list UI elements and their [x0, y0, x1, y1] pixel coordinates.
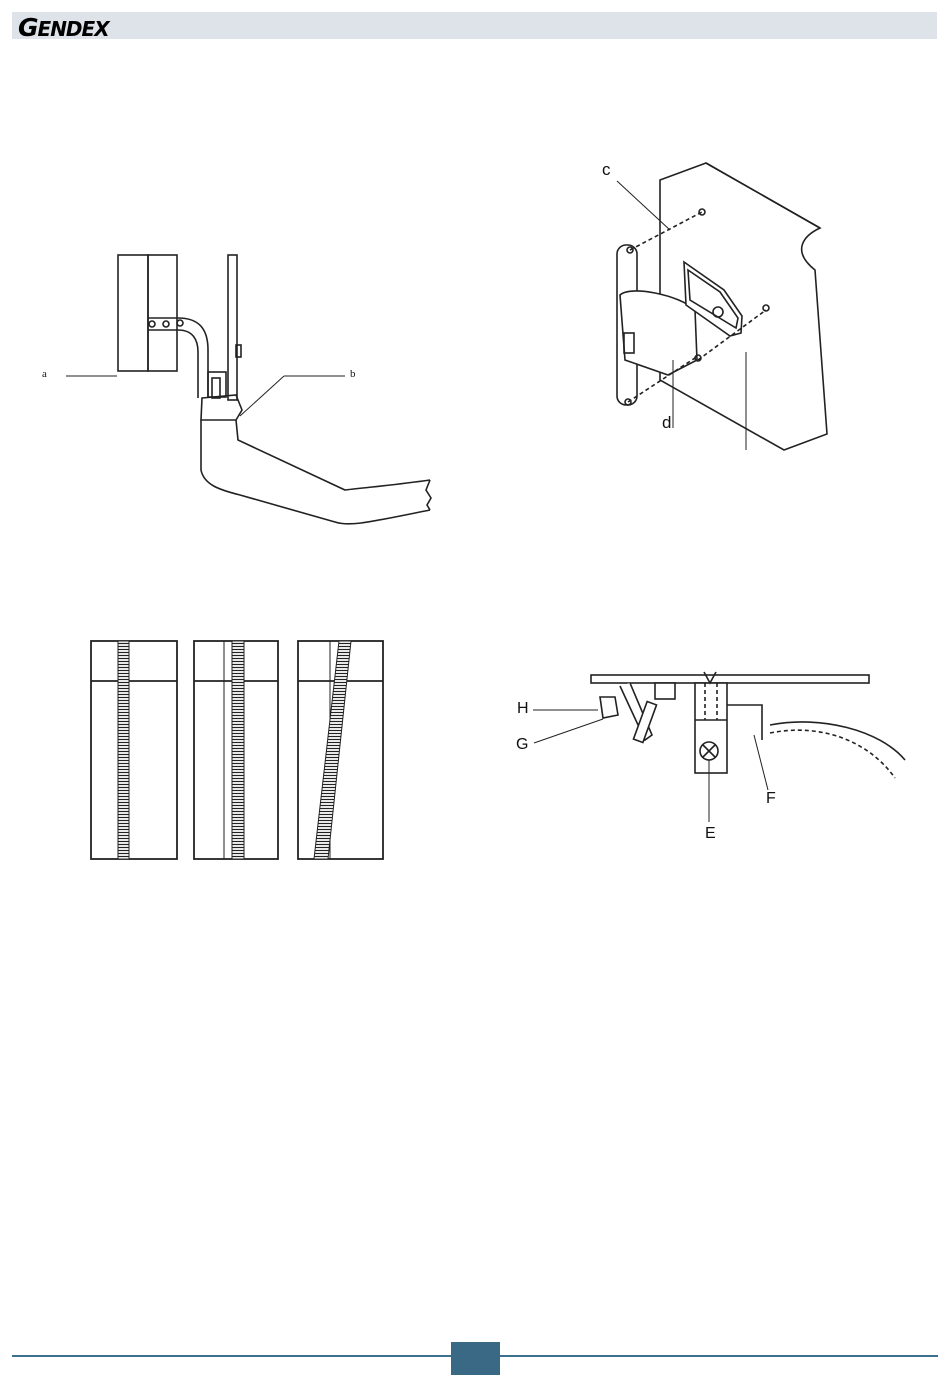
- figure-4-plate-mount: [533, 672, 905, 822]
- figure-2-wall-bracket: [617, 163, 827, 450]
- label-h: H: [517, 700, 529, 718]
- cassette-right-panel: [148, 255, 177, 371]
- page-number-tab: [451, 1342, 500, 1375]
- label-a: a: [42, 368, 47, 380]
- label-b: b: [350, 368, 356, 380]
- cassette-left-panel: [118, 255, 148, 371]
- label-d: d: [662, 413, 671, 433]
- label-g: G: [516, 736, 528, 754]
- label-e: E: [705, 825, 716, 843]
- label-c: c: [602, 160, 611, 180]
- figure-3-exposure-patterns: [91, 641, 383, 859]
- figure-1-arm: [66, 255, 431, 524]
- label-f: F: [766, 790, 776, 808]
